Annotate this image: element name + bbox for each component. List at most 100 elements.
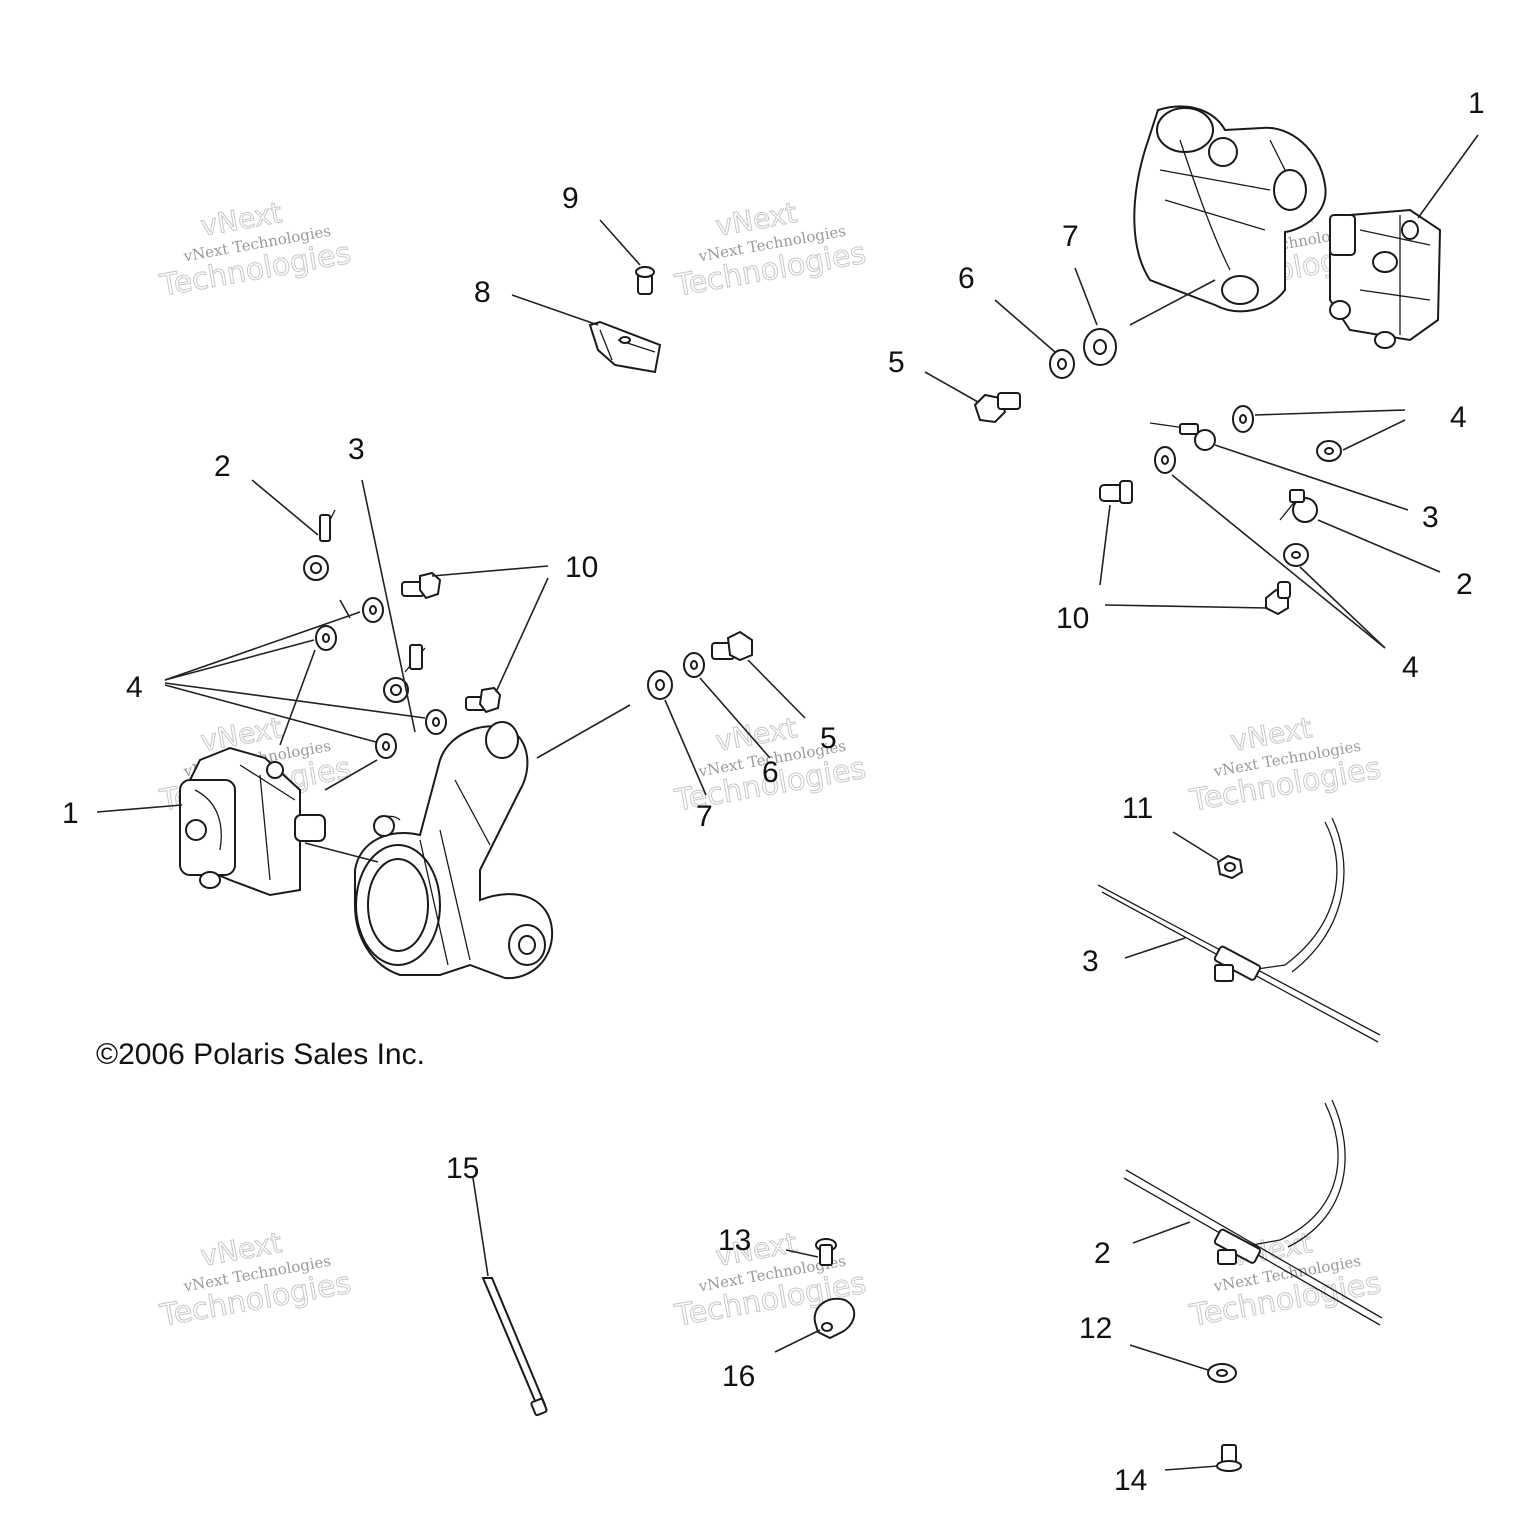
leader-line-2 <box>1132 1221 1191 1244</box>
leader-left-1 <box>96 804 183 813</box>
right-bolt-10a <box>1099 480 1133 504</box>
part-8-bracket <box>588 320 662 374</box>
right-brake-line-3 <box>1149 422 1216 451</box>
left-washer-7 <box>647 670 673 700</box>
callout-11: 11 <box>1122 792 1153 825</box>
part-9-screw <box>635 266 655 295</box>
callout-12: 12 <box>1079 1312 1112 1345</box>
callout-right-4b: 4 <box>1402 651 1419 684</box>
right-caliper <box>1329 208 1442 349</box>
callout-15: 15 <box>446 1152 479 1185</box>
leader-line-3 <box>1124 937 1186 959</box>
watermark: vNext vNext Technologies Technologies <box>156 1226 354 1335</box>
copyright-notice: ©2006 Polaris Sales Inc. <box>96 1038 425 1071</box>
leader-left-4d <box>164 684 377 743</box>
right-washer-7 <box>1083 328 1117 366</box>
leader-11 <box>1172 831 1219 861</box>
left-washers-4 <box>315 597 447 759</box>
callout-left-4: 4 <box>126 671 143 704</box>
leader-right-4a-2 <box>1342 419 1406 451</box>
callout-left-10: 10 <box>565 551 598 584</box>
leader-13 <box>785 1249 819 1258</box>
leader-left-3 <box>361 479 416 733</box>
leader-right-7 <box>1074 267 1098 326</box>
callout-line-3: 3 <box>1082 945 1099 978</box>
leader-left-1b <box>324 759 378 791</box>
leader-16 <box>774 1329 821 1353</box>
callout-right-4a: 4 <box>1450 401 1467 434</box>
leader-left-4e <box>339 599 351 619</box>
callout-right-7: 7 <box>1062 220 1079 253</box>
leader-right-1 <box>1417 134 1479 219</box>
right-washer-4d <box>1283 543 1309 567</box>
leader-right-10a <box>1099 504 1111 586</box>
part-13-screw <box>815 1238 837 1266</box>
watermark: vNext vNext Technologies Technologies <box>671 196 869 305</box>
leader-right-2 <box>1317 519 1441 573</box>
left-bolt-10b <box>465 686 502 714</box>
callout-right-3: 3 <box>1422 501 1439 534</box>
leader-right-3 <box>1214 444 1409 511</box>
right-washer-6 <box>1049 349 1075 379</box>
leader-15 <box>472 1177 489 1277</box>
part-16-clamp <box>813 1297 856 1340</box>
brake-line-assembly-2 <box>1123 1099 1383 1326</box>
left-caliper <box>179 746 326 897</box>
leader-left-4f <box>279 649 316 746</box>
leader-right-5 <box>924 371 979 403</box>
left-bolt-10a <box>401 571 442 600</box>
callout-14: 14 <box>1114 1464 1147 1497</box>
leader-left-10b <box>495 577 549 693</box>
callout-right-6: 6 <box>958 262 975 295</box>
left-brake-line-3 <box>383 644 426 703</box>
leader-left-housing <box>304 842 379 863</box>
callout-left-1: 1 <box>62 797 79 830</box>
callout-13: 13 <box>718 1224 751 1257</box>
part-14-screw <box>1216 1444 1242 1472</box>
leader-right-7-housing <box>1129 279 1216 326</box>
leader-right-6 <box>994 299 1056 353</box>
leader-left-6 <box>699 677 771 759</box>
leader-left-2 <box>251 479 319 536</box>
right-bolt-10b <box>1265 581 1291 616</box>
leader-12 <box>1129 1344 1209 1371</box>
callout-left-2: 2 <box>214 450 231 483</box>
right-washer-4b <box>1316 440 1342 462</box>
left-knuckle-housing <box>354 721 554 980</box>
leader-14 <box>1164 1465 1219 1471</box>
watermark: vNext vNext Technologies Technologies <box>156 196 354 305</box>
leader-left-7 <box>664 699 707 796</box>
part-11-nut <box>1216 854 1244 880</box>
leader-right-4a <box>1254 409 1406 416</box>
watermark: vNext vNext Technologies Technologies <box>1186 711 1384 820</box>
callout-right-10: 10 <box>1056 602 1089 635</box>
callout-9: 9 <box>562 182 579 215</box>
left-bolt-5 <box>711 630 753 662</box>
right-washer-4c <box>1154 446 1176 474</box>
callout-right-5: 5 <box>888 346 905 379</box>
leader-right-10b <box>1104 604 1269 609</box>
callout-left-7: 7 <box>696 800 713 833</box>
leader-right-4b <box>1171 474 1386 649</box>
leader-left-10a <box>431 565 549 577</box>
watermark: vNext vNext Technologies Technologies <box>1186 1226 1384 1335</box>
right-bolt-5 <box>973 392 1021 424</box>
right-brake-line-2 <box>1279 489 1318 523</box>
callout-left-3: 3 <box>348 433 365 466</box>
callout-right-1: 1 <box>1468 87 1485 120</box>
right-knuckle-housing <box>1133 105 1327 313</box>
leader-left-7-housing <box>536 704 631 759</box>
part-12-washer <box>1207 1363 1237 1383</box>
callout-8: 8 <box>474 276 491 309</box>
leader-left-4b <box>164 639 315 681</box>
leader-8 <box>511 294 599 326</box>
left-brake-line-2 <box>303 509 336 581</box>
callout-16: 16 <box>722 1360 755 1393</box>
callout-right-2: 2 <box>1456 568 1473 601</box>
left-washer-6 <box>683 652 705 678</box>
callout-left-6: 6 <box>762 756 779 789</box>
right-washer-4a <box>1232 405 1254 433</box>
brake-line-assembly-3 <box>1097 817 1381 1043</box>
callout-left-5: 5 <box>820 722 837 755</box>
leader-left-4a <box>164 611 361 681</box>
